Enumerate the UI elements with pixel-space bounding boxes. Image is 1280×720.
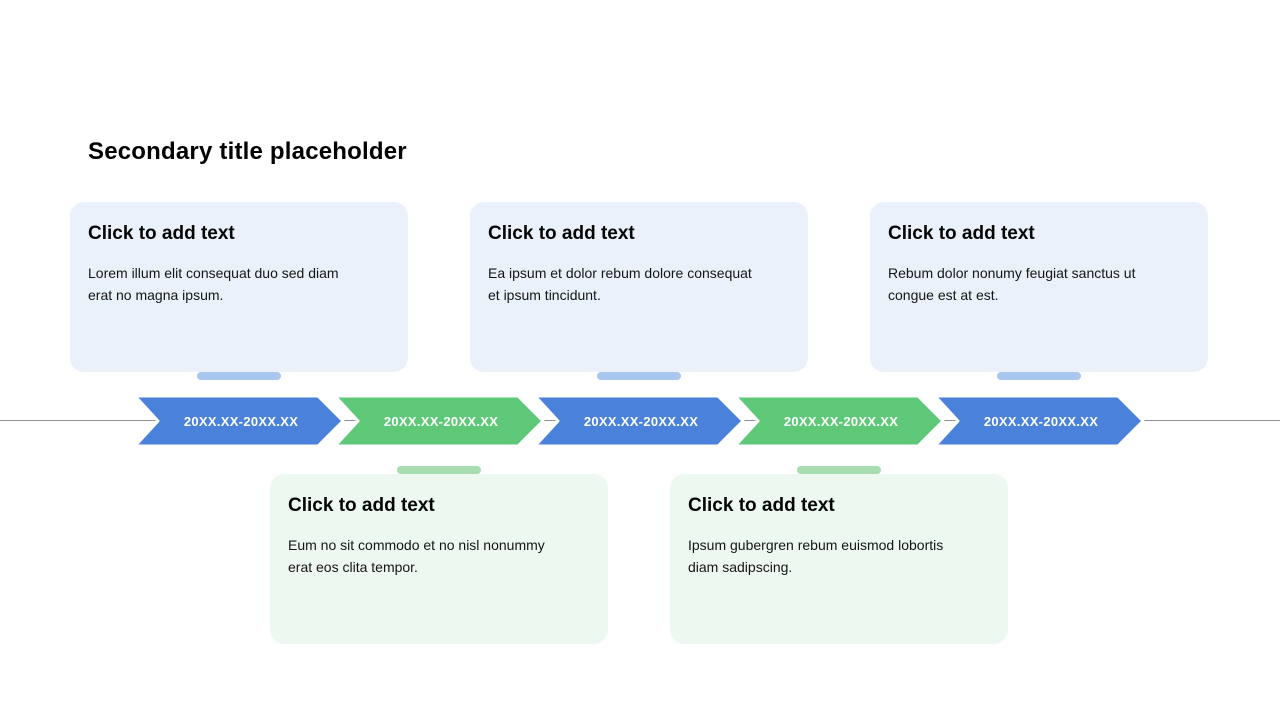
top-card-2-body: Ea ipsum et dolor rebum dolore consequat… [488, 265, 752, 303]
connector-tab-green-1 [397, 466, 481, 474]
bottom-card-1-heading: Click to add text [288, 495, 435, 516]
top-card-3-heading: Click to add text [888, 223, 1035, 244]
connector-tab-blue-2 [597, 372, 681, 380]
timeline-arrow-5-label: 20XX.XX-20XX.XX [984, 414, 1098, 429]
bottom-card-1-body: Eum no sit commodo et no nisl nonummy er… [288, 537, 545, 575]
timeline-arrow-4[interactable]: 20XX.XX-20XX.XX [733, 394, 945, 448]
timeline-arrow-4-label: 20XX.XX-20XX.XX [784, 414, 898, 429]
top-card-3[interactable]: Click to add text Rebum dolor nonumy feu… [870, 202, 1208, 372]
top-card-1-body: Lorem illum elit consequat duo sed diam … [88, 265, 339, 303]
bottom-card-2-body: Ipsum gubergren rebum euismod lobortis d… [688, 537, 944, 575]
bottom-card-1[interactable]: Click to add text Eum no sit commodo et … [270, 474, 608, 644]
chevron-shape-1[interactable] [133, 394, 345, 448]
timeline-arrow-1-label: 20XX.XX-20XX.XX [184, 414, 298, 429]
timeline-arrow-3[interactable]: 20XX.XX-20XX.XX [533, 394, 745, 448]
top-card-3-body: Rebum dolor nonumy feugiat sanctus ut co… [888, 265, 1136, 303]
timeline-arrow-2-label: 20XX.XX-20XX.XX [384, 414, 498, 429]
top-card-2-heading: Click to add text [488, 223, 635, 244]
chevron-shape-2[interactable] [333, 394, 545, 448]
chevron-shape-4[interactable] [733, 394, 945, 448]
connector-tab-blue-3 [997, 372, 1081, 380]
bottom-card-2-heading: Click to add text [688, 495, 835, 516]
slide-title[interactable]: Secondary title placeholder [88, 138, 407, 165]
timeline-arrow-2[interactable]: 20XX.XX-20XX.XX [333, 394, 545, 448]
chevron-shape-3[interactable] [533, 394, 745, 448]
connector-tab-blue-1 [197, 372, 281, 380]
timeline: 20XX.XX-20XX.XX 20XX.XX-20XX.XX 20XX.XX-… [133, 394, 1145, 448]
timeline-arrow-1[interactable]: 20XX.XX-20XX.XX [133, 394, 345, 448]
top-card-2[interactable]: Click to add text Ea ipsum et dolor rebu… [470, 202, 808, 372]
timeline-arrow-3-label: 20XX.XX-20XX.XX [584, 414, 698, 429]
timeline-arrow-5[interactable]: 20XX.XX-20XX.XX [933, 394, 1145, 448]
connector-tab-green-2 [797, 466, 881, 474]
chevron-shape-5[interactable] [933, 394, 1145, 448]
top-card-1-heading: Click to add text [88, 223, 235, 244]
top-card-1[interactable]: Click to add text Lorem illum elit conse… [70, 202, 408, 372]
bottom-card-2[interactable]: Click to add text Ipsum gubergren rebum … [670, 474, 1008, 644]
